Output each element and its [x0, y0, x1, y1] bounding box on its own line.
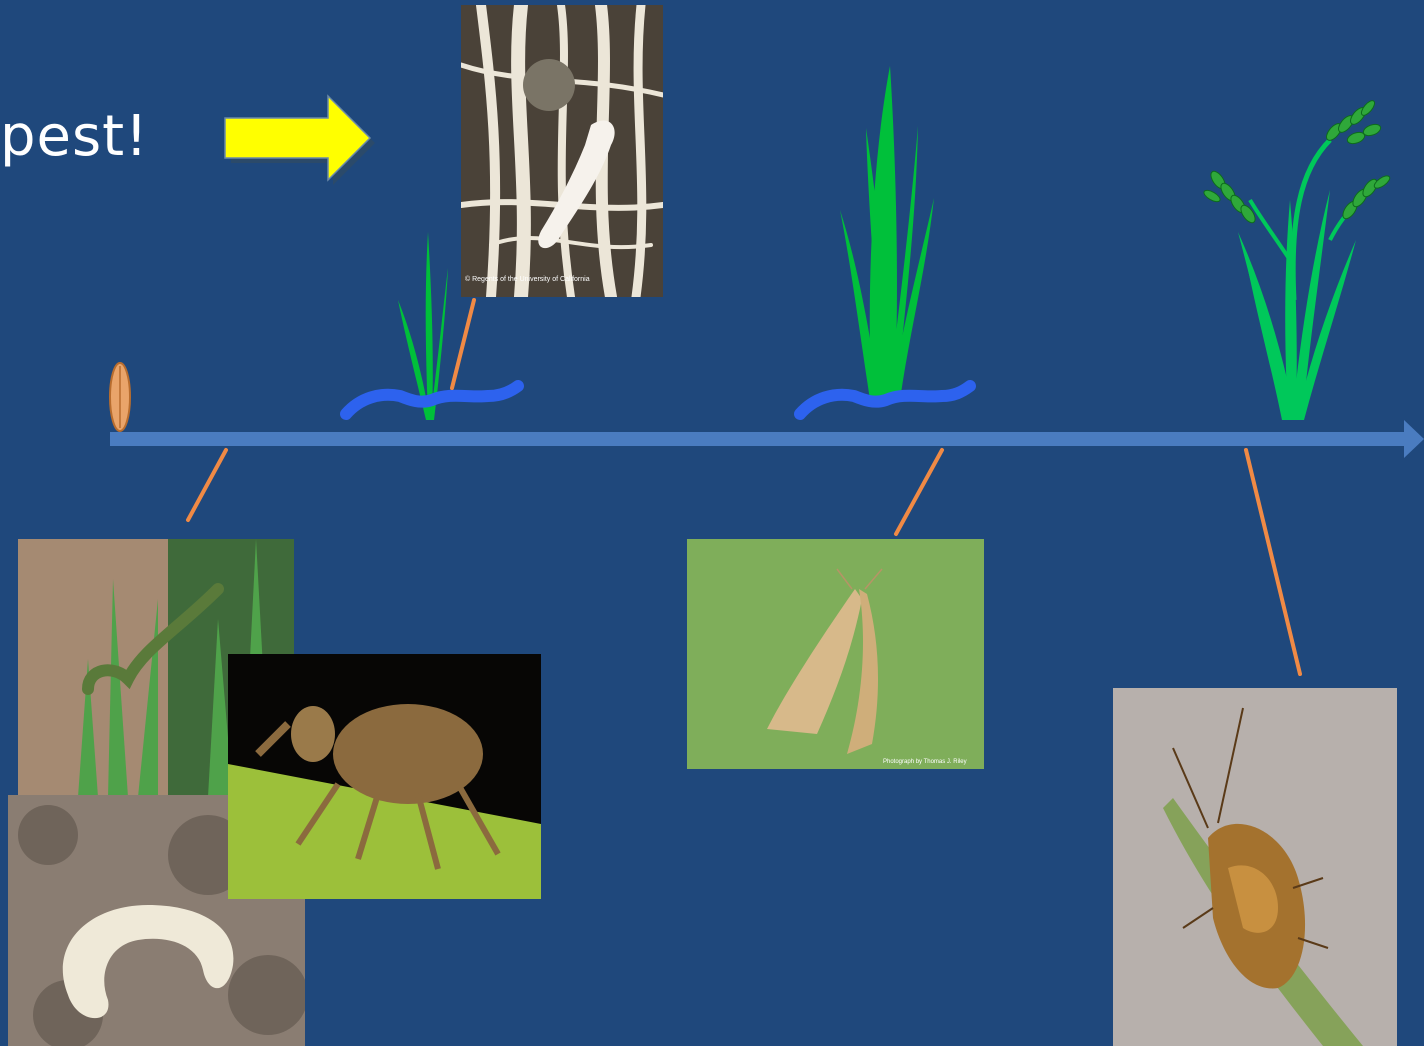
yellow-arrow-icon — [225, 96, 375, 185]
heading-plant-icon — [1202, 99, 1391, 420]
weevil-photo — [228, 654, 541, 899]
moth-photo: Photograph by Thomas J. Riley — [687, 539, 984, 769]
growth-timeline — [110, 420, 1424, 458]
moth-photo-credit: Photograph by Thomas J. Riley — [883, 759, 967, 765]
root-damage-photo: © Regents of the University of Californi… — [461, 5, 663, 297]
tillering-plant-icon — [840, 66, 934, 400]
stink-bug-photo — [1113, 688, 1397, 1046]
root-photo-credit: © Regents of the University of Californi… — [465, 275, 590, 283]
